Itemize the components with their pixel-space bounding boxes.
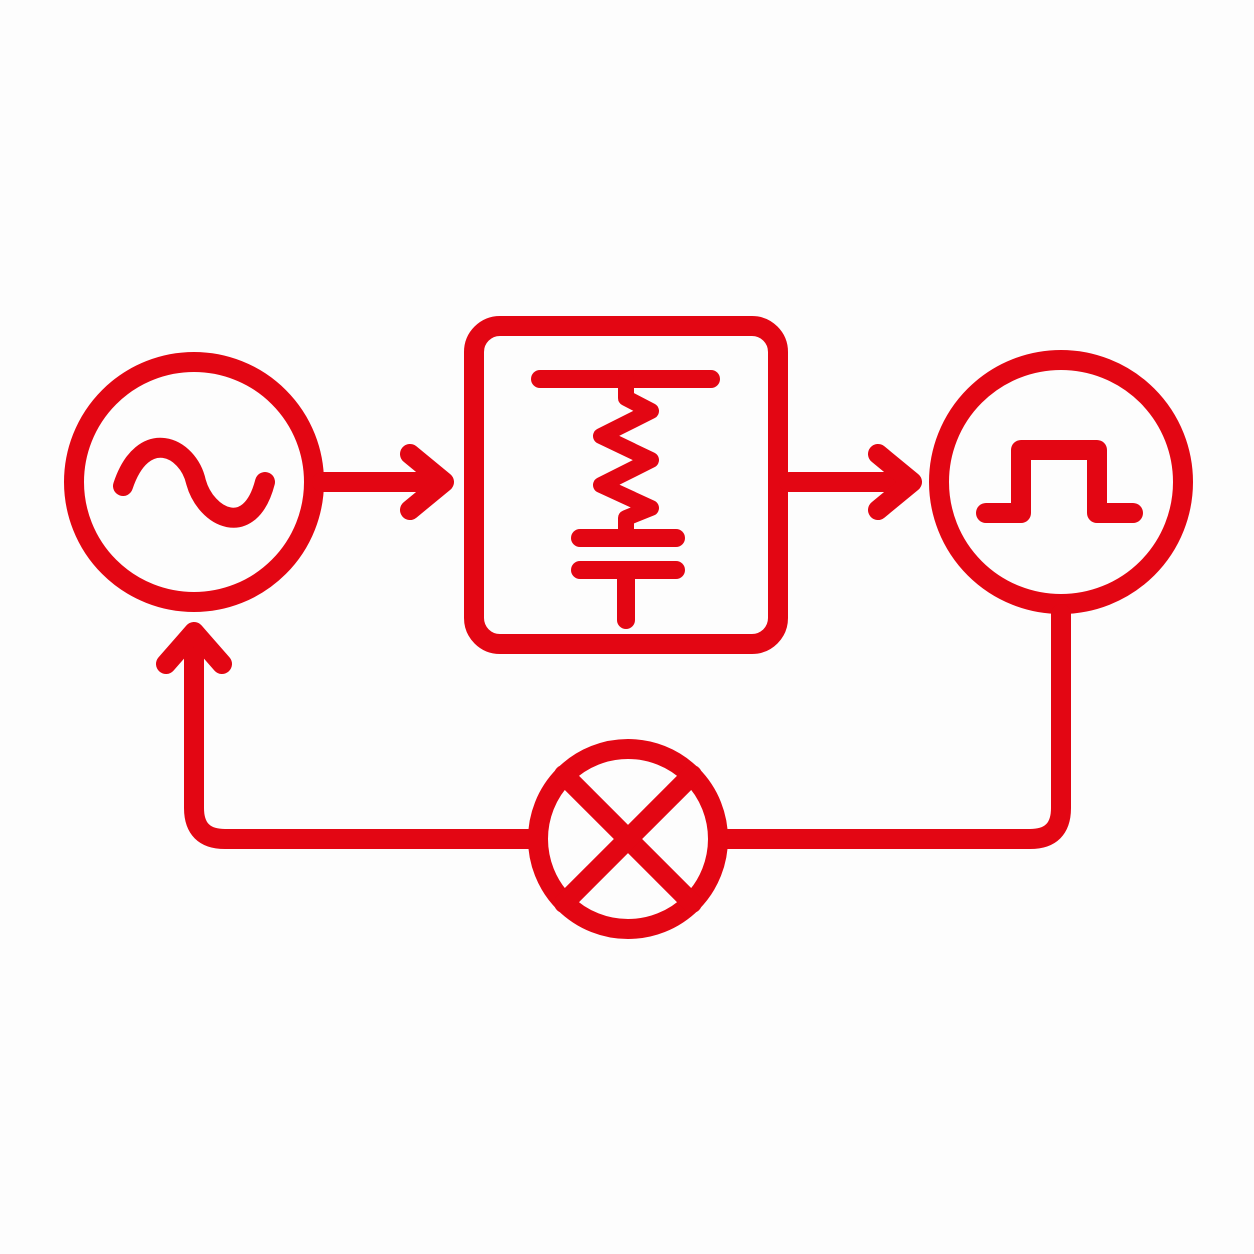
multiply-x-icon bbox=[554, 765, 702, 913]
arrow-sine-to-block bbox=[312, 444, 454, 520]
arrowhead-right bbox=[400, 444, 454, 520]
sine-wave-icon bbox=[113, 437, 275, 528]
feedback-line-left bbox=[184, 626, 538, 849]
block-frame bbox=[464, 316, 788, 654]
resistor-zigzag bbox=[593, 371, 659, 546]
feedback-line-right bbox=[718, 604, 1071, 849]
sine-source-node bbox=[64, 352, 324, 612]
arrow-block-to-pulse bbox=[779, 444, 922, 520]
rc-circuit-block bbox=[464, 316, 788, 654]
multiplier-circle bbox=[528, 739, 728, 939]
pulse-output-node bbox=[929, 350, 1193, 614]
square-pulse-icon bbox=[976, 440, 1143, 523]
feedback-path bbox=[156, 604, 1071, 849]
arrowhead-up bbox=[156, 622, 232, 674]
pulse-output-circle bbox=[929, 350, 1193, 614]
resistor-capacitor-icon bbox=[531, 370, 720, 629]
arrowhead-right bbox=[868, 444, 922, 520]
multiplier-junction bbox=[528, 739, 728, 939]
